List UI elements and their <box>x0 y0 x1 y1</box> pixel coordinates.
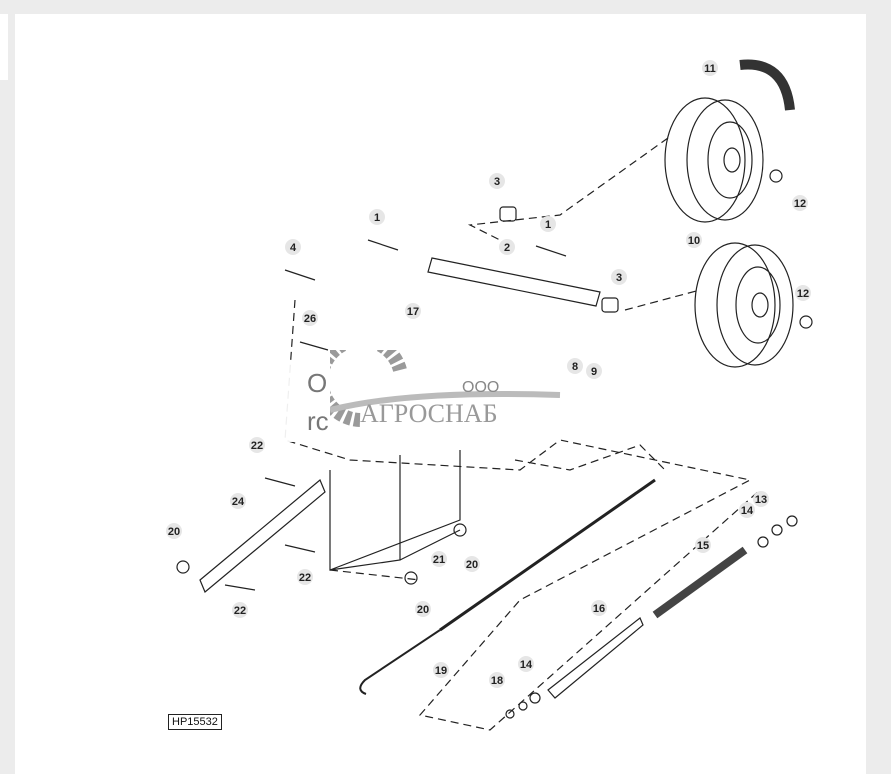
callout-bubble <box>285 239 301 255</box>
callout-label: 8 <box>572 361 578 373</box>
assembly-lines <box>284 137 761 731</box>
washer <box>529 692 541 704</box>
callout-bubble <box>567 358 583 374</box>
watermark-prefix: ООО <box>462 379 499 396</box>
nut <box>771 524 783 536</box>
callout-bubble <box>739 502 755 518</box>
rod-hook <box>359 629 441 695</box>
callout-label: 3 <box>494 176 500 188</box>
callout-bubble <box>369 209 385 225</box>
callout-label: 3 <box>616 272 622 284</box>
nut <box>769 169 783 183</box>
arm <box>427 257 601 307</box>
callout-label: 21 <box>433 554 445 566</box>
bolts <box>284 239 567 351</box>
callout-label: 20 <box>417 604 429 616</box>
washer <box>757 536 769 548</box>
watermark-swoosh <box>330 391 561 413</box>
callout-label: 18 <box>491 675 503 687</box>
callout-bubble <box>686 232 702 248</box>
callout-label: 2 <box>504 242 510 254</box>
callout-bubble <box>232 602 248 618</box>
callout-bubble <box>540 216 556 232</box>
callout-label: 20 <box>466 559 478 571</box>
callout-label: 4 <box>290 242 297 254</box>
bracket <box>329 450 461 571</box>
callout-label: 22 <box>234 605 246 617</box>
nut <box>453 523 467 537</box>
washer <box>518 701 528 711</box>
callout-label: 10 <box>688 235 700 247</box>
watermark-name: АГРОСНАБ <box>360 399 498 428</box>
callout-label: 22 <box>251 440 263 452</box>
nut <box>404 571 418 585</box>
callout-bubble <box>695 537 711 553</box>
nut <box>799 315 813 329</box>
callout-bubble <box>591 600 607 616</box>
threaded-rod <box>439 478 656 632</box>
callout-bubble <box>499 239 515 255</box>
callout-label: 16 <box>593 603 605 615</box>
overlay-text: rc <box>307 406 329 436</box>
wheel-upper <box>664 97 764 223</box>
callout-label: 24 <box>232 496 245 508</box>
callout-label: 12 <box>794 198 806 210</box>
tire-segment <box>739 59 795 111</box>
callout-label: 15 <box>697 540 709 552</box>
callout-bubble <box>415 601 431 617</box>
overlay-panel <box>330 322 561 442</box>
callout-bubble <box>753 491 769 507</box>
callout-bubble <box>297 569 313 585</box>
bolts <box>224 477 316 591</box>
callout-bubble <box>249 437 265 453</box>
callout-label: 19 <box>435 665 447 677</box>
callout-bubble <box>431 551 447 567</box>
callout-label: 17 <box>407 306 419 318</box>
nut <box>176 560 190 574</box>
overlay-text: O <box>307 368 328 398</box>
nut <box>505 709 515 719</box>
callout-bubble <box>489 173 505 189</box>
overlay-box: O rc <box>283 322 561 442</box>
bushing <box>499 206 517 222</box>
callout-label: 14 <box>741 505 754 517</box>
callout-label: 1 <box>374 212 380 224</box>
callout-label: 26 <box>304 313 316 325</box>
callout-bubble <box>611 269 627 285</box>
callout-bubble <box>405 303 421 319</box>
callout-bubble <box>518 656 534 672</box>
callout-label: 20 <box>168 526 180 538</box>
callout-label: 9 <box>591 366 597 378</box>
left-panel-edge <box>0 14 8 80</box>
figure-id: HP15532 <box>168 714 222 730</box>
rod-16 <box>547 617 644 699</box>
wheel-lower <box>694 242 794 368</box>
callout-bubble <box>795 285 811 301</box>
callout-label: 11 <box>704 63 716 75</box>
bar-24 <box>199 479 326 593</box>
callout-label: 22 <box>299 572 311 584</box>
callout-bubble <box>302 310 318 326</box>
watermark-logo: ООО АГРОСНАБ <box>330 350 570 450</box>
callout-bubble <box>489 672 505 688</box>
callout-bubble <box>464 556 480 572</box>
overlay-panel <box>283 360 330 442</box>
callout-label: 12 <box>797 288 809 300</box>
spring <box>652 546 748 619</box>
callout-bubble <box>166 523 182 539</box>
callout-label: 1 <box>545 219 551 231</box>
callout-bubble <box>792 195 808 211</box>
callout-bubble <box>586 363 602 379</box>
bushing <box>601 297 619 313</box>
callout-label: 14 <box>520 659 533 671</box>
callout-bubble <box>433 662 449 678</box>
nut <box>786 515 798 527</box>
callout-bubble <box>702 60 718 76</box>
callout-label: 13 <box>755 494 767 506</box>
callout-bubble <box>230 493 246 509</box>
